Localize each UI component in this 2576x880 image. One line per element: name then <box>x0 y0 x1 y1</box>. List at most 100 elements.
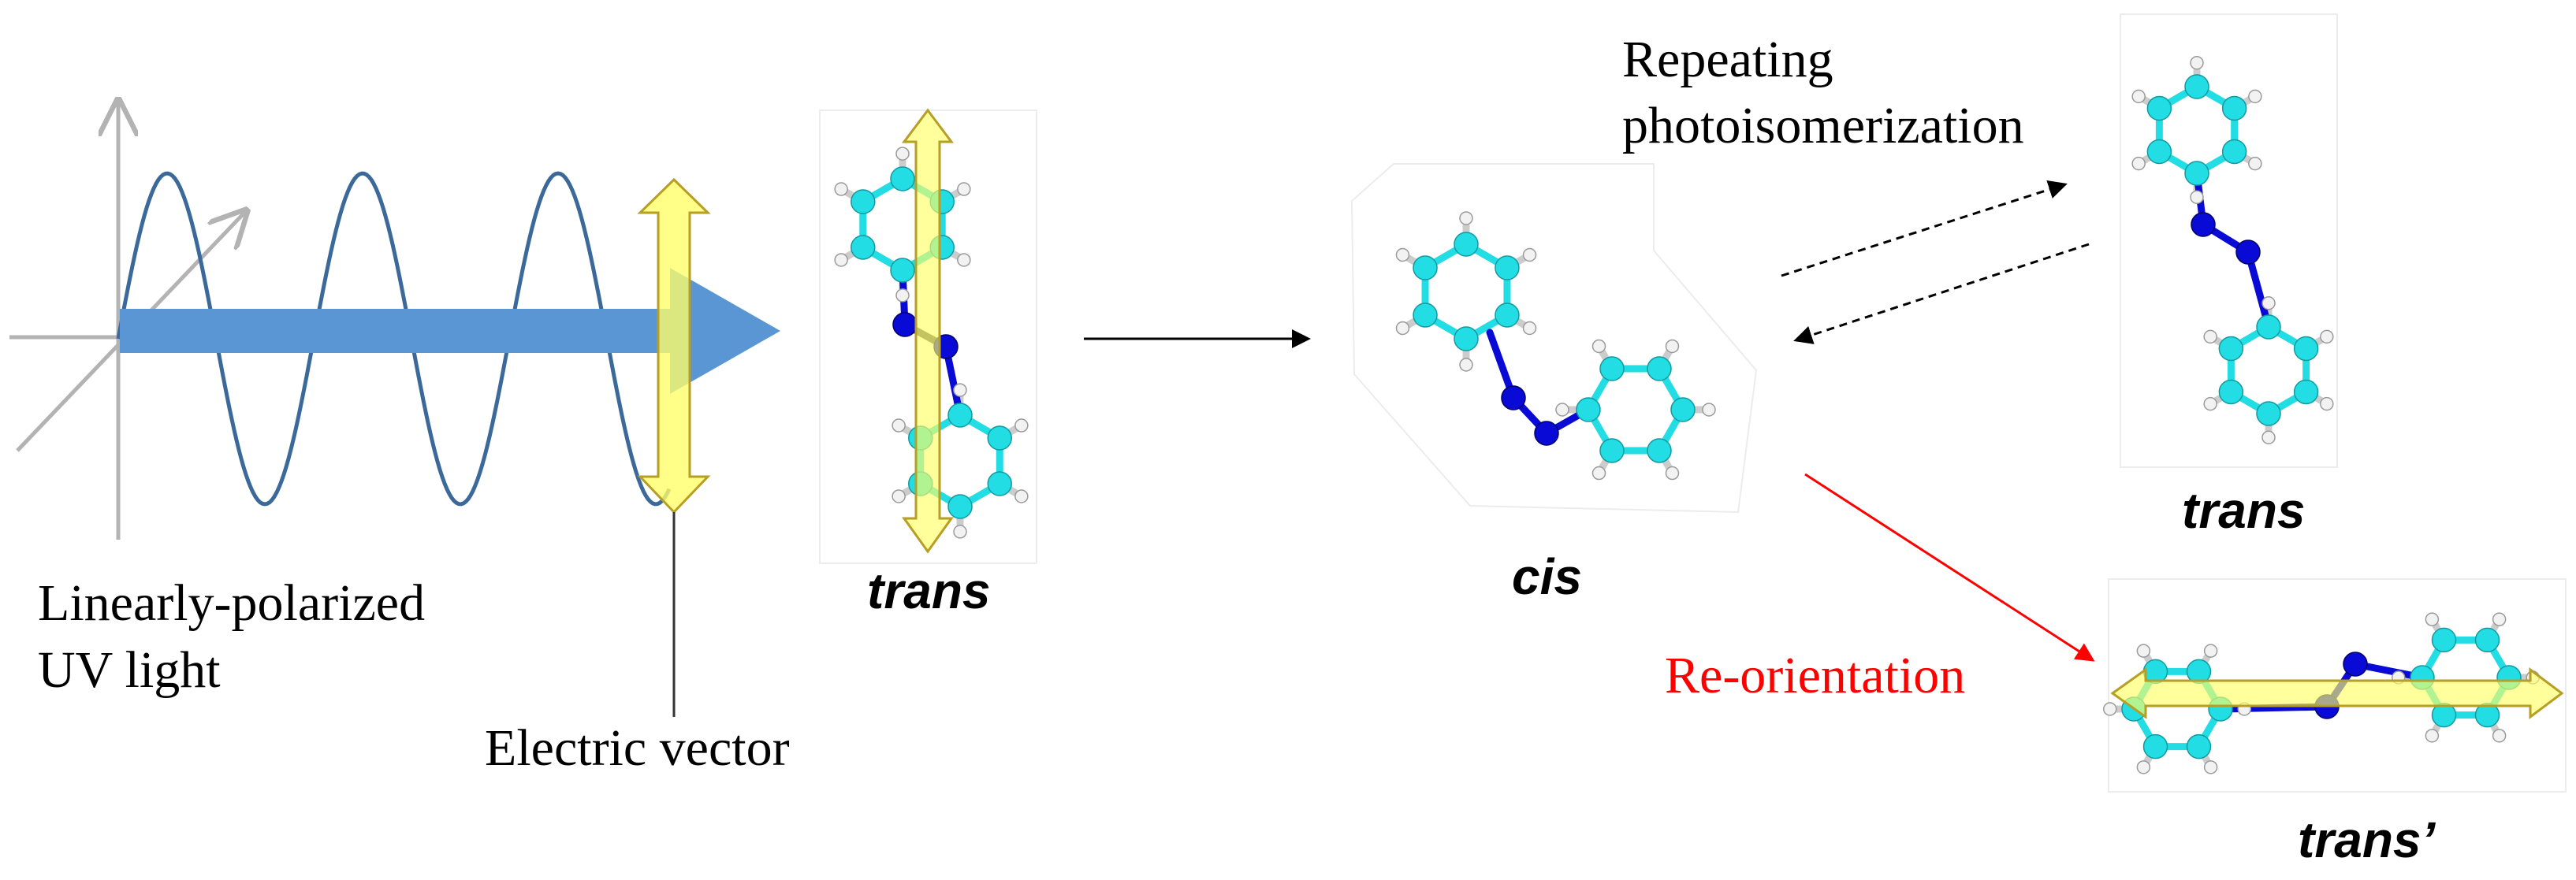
repeating-label-line2: photoisomerization <box>1622 97 2024 154</box>
cis-molecule <box>1350 163 1758 514</box>
cis-molecule-structure <box>1395 211 1716 481</box>
nitrogen-atom <box>1501 385 1526 410</box>
hydrogen-atom <box>2492 729 2507 743</box>
hydrogen-atom <box>1395 321 1410 336</box>
trans-molecule-left <box>819 108 1037 564</box>
carbon-atom <box>2218 379 2244 405</box>
hydrogen-atom <box>1665 339 1680 354</box>
hydrogen-atom <box>957 253 971 267</box>
carbon-atom <box>2256 314 2281 340</box>
hydrogen-atom <box>953 383 967 397</box>
carbon-atom <box>947 403 973 428</box>
hydrogen-atom <box>2320 329 2334 344</box>
light-label-line2: UV light <box>38 641 221 699</box>
electric-vector-label: Electric vector <box>485 719 790 777</box>
carbon-atom <box>890 166 915 191</box>
hydrogen-atom <box>2103 702 2117 716</box>
carbon-atom <box>1647 356 1672 381</box>
bond <box>2244 248 2273 331</box>
carbon-atom <box>2218 336 2244 362</box>
carbon-atom <box>1413 255 1438 280</box>
carbon-atom <box>2431 627 2457 653</box>
hydrogen-atom <box>2136 760 2151 774</box>
repeating-arrows <box>1781 180 2090 344</box>
carbon-atom <box>1670 397 1696 422</box>
hydrogen-atom <box>2203 644 2218 658</box>
carbon-atom <box>987 471 1012 496</box>
hydrogen-atom <box>892 489 906 503</box>
hydrogen-atom <box>1459 211 1473 225</box>
hydrogen-atom <box>2320 396 2334 411</box>
hydrogen-atom <box>2190 56 2204 70</box>
carbon-atom <box>2474 627 2500 653</box>
molecule-axis-arrow <box>902 108 954 554</box>
hydrogen-atom <box>1591 466 1606 481</box>
uv-beam-arrow <box>120 268 780 394</box>
trans-molecule-right <box>2120 13 2338 468</box>
carbon-atom <box>1599 356 1625 381</box>
carbon-atom <box>1454 326 1479 351</box>
hydrogen-atom <box>1555 403 1569 417</box>
molecule-axis-arrow-horizontal <box>2110 667 2564 719</box>
nitrogen-atom <box>892 312 918 337</box>
trans-prime-molecule <box>2103 578 2567 793</box>
carbon-atom <box>987 425 1012 451</box>
hydrogen-atom <box>1459 358 1473 372</box>
reorientation-label: Re-orientation <box>1665 647 1966 704</box>
hydrogen-atom <box>834 253 848 267</box>
hydrogen-atom <box>2203 396 2217 411</box>
hydrogen-atom <box>2203 329 2217 344</box>
hydrogen-atom <box>1522 321 1537 336</box>
repeat-back-arrow <box>1793 243 2090 344</box>
carbon-atom <box>2142 733 2168 759</box>
carbon-atom <box>2293 379 2319 405</box>
hydrogen-atom <box>2203 760 2218 774</box>
carbon-atom <box>2221 139 2247 165</box>
hydrogen-atom <box>2131 156 2146 171</box>
light-label-line1: Linearly-polarized <box>38 574 426 632</box>
trans-molecule-structure <box>2131 56 2334 444</box>
hydrogen-atom <box>895 288 910 303</box>
hydrogen-atom <box>2248 89 2262 104</box>
nitrogen-atom <box>2235 239 2261 265</box>
carbon-atom <box>851 189 876 214</box>
carbon-atom <box>1413 303 1438 328</box>
hydrogen-atom <box>2492 612 2507 626</box>
carbon-atom <box>2146 95 2172 121</box>
carbon-atom <box>947 494 973 519</box>
hydrogen-atom <box>834 182 848 196</box>
carbon-atom <box>890 258 915 283</box>
hydrogen-atom <box>1522 247 1537 262</box>
carbon-atom <box>2293 336 2319 362</box>
carbon-atom <box>2221 95 2247 121</box>
nitrogen-atom <box>1534 421 1559 446</box>
hydrogen-atom <box>895 147 910 161</box>
hydrogen-atom <box>1591 339 1606 354</box>
hydrogen-atom <box>892 418 906 433</box>
repeat-forward-arrow <box>1781 180 2068 277</box>
carbon-atom <box>1495 255 1520 280</box>
hydrogen-atom <box>957 182 971 196</box>
light-wave <box>116 171 672 507</box>
carbon-atom <box>2146 139 2172 165</box>
repeating-label-line1: Repeating <box>1622 31 1833 88</box>
hydrogen-atom <box>2248 156 2262 171</box>
hydrogen-atom <box>2261 296 2276 310</box>
hydrogen-atom <box>1665 466 1680 481</box>
carbon-atom <box>1495 303 1520 328</box>
reorientation-arrow <box>1804 473 2095 662</box>
trans-label-right: trans <box>2182 482 2306 539</box>
hydrogen-atom <box>2131 89 2146 104</box>
carbon-atom <box>2184 74 2209 99</box>
hydrogen-atom <box>2425 729 2440 743</box>
carbon-atom <box>2186 733 2212 759</box>
hydrogen-atom <box>1702 403 1716 417</box>
carbon-atom <box>1454 232 1479 257</box>
hydrogen-atom <box>953 525 967 539</box>
carbon-atom <box>1647 438 1672 463</box>
carbon-atom <box>2256 401 2281 426</box>
trans-prime-label: trans’ <box>2298 811 2436 868</box>
trans-label-left: trans <box>867 563 991 619</box>
hydrogen-atom <box>2190 190 2204 204</box>
